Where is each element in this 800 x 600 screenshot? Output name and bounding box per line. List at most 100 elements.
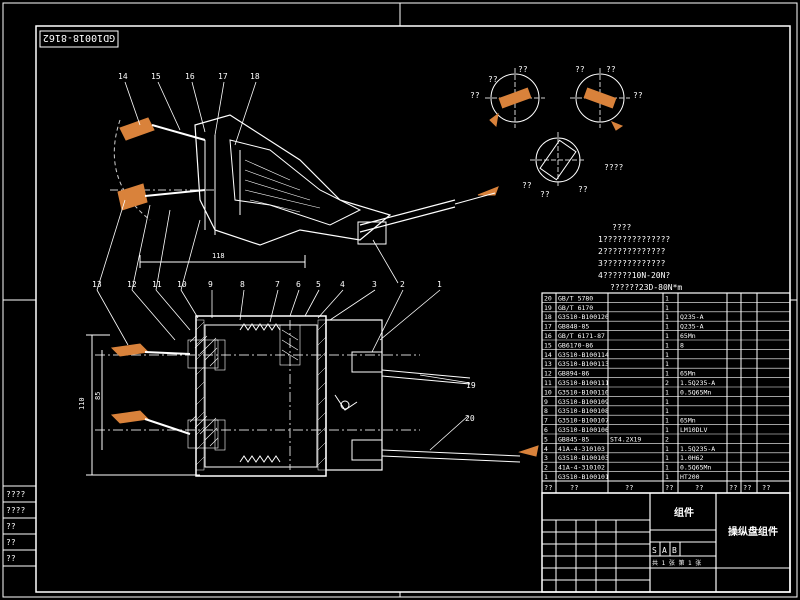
detail-label-1: ??: [470, 91, 480, 100]
detail-label-9: ??: [578, 185, 588, 194]
drawing-number-text: GD10018-8162: [43, 32, 115, 43]
left-label-1: ????: [6, 506, 25, 515]
parts-row-4-cell-4: 65Mn: [680, 332, 696, 340]
callout-12: 12: [127, 280, 137, 289]
title-scale-s: S: [652, 546, 657, 555]
callout-17: 17: [218, 72, 228, 81]
parts-row-5-cell-1: GB6170-86: [558, 341, 593, 349]
callout-10: 10: [177, 280, 187, 289]
parts-row-9-cell-0: 11: [544, 379, 552, 387]
dimension-side-b: 85: [94, 392, 102, 400]
parts-row-13-cell-1: G3510-B100107: [558, 417, 609, 425]
parts-row-1-cell-0: 19: [544, 304, 552, 312]
parts-row-14-cell-0: 6: [544, 426, 548, 434]
detail-label-8: ??: [540, 190, 550, 199]
parts-row-13-cell-4: 65Mn: [680, 417, 696, 425]
parts-row-15-cell-0: 5: [544, 435, 548, 443]
detail-label-7: ??: [522, 181, 532, 190]
parts-row-16-cell-4: 1.5Q235-A: [680, 445, 715, 453]
parts-row-17-cell-1: G3510-B100103: [558, 454, 609, 462]
parts-row-15-cell-2: ST4.2X19: [610, 435, 641, 443]
callout-8: 8: [240, 280, 245, 289]
knob-bottom: [117, 183, 148, 211]
parts-row-10-cell-3: 1: [665, 388, 669, 396]
parts-row-15-cell-1: GB845-85: [558, 435, 589, 443]
callout-1: 1: [437, 280, 442, 289]
title-scale-a: A: [662, 546, 667, 555]
parts-header-6: ??: [743, 484, 751, 492]
parts-row-18-cell-4: 0.5Q65Mn: [680, 464, 711, 472]
section-view: 13 12 11 10 9 8 7 6 5 4 3 2 1 19 20: [78, 280, 539, 477]
parts-row-3-cell-3: 1: [665, 323, 669, 331]
parts-row-9-cell-1: G3510-B100111: [558, 379, 609, 387]
parts-row-18-cell-0: 2: [544, 464, 548, 472]
detail-label-2: ??: [488, 75, 498, 84]
parts-row-5-cell-0: 15: [544, 341, 552, 349]
detail-views: ?? ?? ?? ?? ?? ?? ?? ?? ?? ????: [470, 65, 643, 199]
callout-2: 2: [400, 280, 405, 289]
callout-9: 9: [208, 280, 213, 289]
parts-row-6-cell-3: 1: [665, 351, 669, 359]
note-3: 3?????????????: [598, 259, 666, 268]
parts-row-9-cell-3: 2: [665, 379, 669, 387]
callout-4: 4: [340, 280, 345, 289]
parts-row-9-cell-4: 1.5Q235-A: [680, 379, 715, 387]
parts-row-3-cell-1: GB848-85: [558, 323, 589, 331]
detail-label-5: ??: [606, 65, 616, 74]
parts-row-7-cell-0: 13: [544, 360, 552, 368]
callout-5: 5: [316, 280, 321, 289]
parts-row-17-cell-4: 1.0H62: [680, 454, 704, 462]
parts-row-11-cell-0: 9: [544, 398, 548, 406]
drawing-number-box: GD10018-8162: [39, 30, 119, 48]
parts-header: ?? ?? ?? ?? ?? ?? ?? ??: [542, 480, 790, 492]
note-4: 4??????10N-20N?: [598, 271, 670, 280]
note-2: 2?????????????: [598, 247, 666, 256]
parts-row-0-cell-0: 20: [544, 294, 552, 302]
parts-row-0-cell-3: 1: [665, 294, 669, 302]
parts-row-19-cell-4: HT200: [680, 473, 700, 481]
dimension-side-a: 110: [78, 397, 86, 410]
knob-top: [119, 117, 155, 141]
parts-row-3-cell-0: 17: [544, 323, 552, 331]
left-label-3: ??: [6, 538, 16, 547]
note-5: ??????23D-80N*m: [610, 283, 682, 292]
left-label-2: ??: [6, 522, 16, 531]
parts-row-12-cell-3: 1: [665, 407, 669, 415]
parts-row-16-cell-1: 41A-4-310103: [558, 445, 605, 453]
top-assembly-view: 118 14 15 16 17 18: [96, 72, 499, 291]
parts-row-12-cell-1: G3510-B100108: [558, 407, 609, 415]
detail-label-4: ??: [575, 65, 585, 74]
note-1: 1??????????????: [598, 235, 670, 244]
callout-16: 16: [185, 72, 195, 81]
parts-row-17-cell-3: 1: [665, 454, 669, 462]
parts-row-1-cell-3: 1: [665, 304, 669, 312]
detail-label-3: ??: [518, 65, 528, 74]
parts-header-2: ??: [625, 484, 633, 492]
parts-row-1-cell-1: GB/T 6170: [558, 304, 593, 312]
parts-row-16-cell-0: 4: [544, 445, 548, 453]
callout-15: 15: [151, 72, 161, 81]
technical-notes: ???? 1?????????????? 2????????????? 3???…: [598, 223, 682, 292]
section-knob-top: [110, 343, 150, 357]
parts-header-5: ??: [729, 484, 737, 492]
parts-header-1: ??: [570, 484, 578, 492]
detail-label-6: ??: [633, 91, 643, 100]
parts-row-2-cell-0: 18: [544, 313, 552, 321]
title-name: 操纵盘组件: [728, 525, 778, 538]
callout-3: 3: [372, 280, 377, 289]
parts-row-4-cell-3: 1: [665, 332, 669, 340]
parts-header-4: ??: [695, 484, 703, 492]
parts-row-11-cell-3: 1: [665, 398, 669, 406]
parts-row-8-cell-0: 12: [544, 370, 552, 378]
parts-row-5-cell-4: 8: [680, 341, 684, 349]
parts-row-4-cell-1: GB/T 6171-87: [558, 332, 605, 340]
callout-18: 18: [250, 72, 260, 81]
parts-row-14-cell-1: G3510-B100106: [558, 426, 609, 434]
callout-14: 14: [118, 72, 128, 81]
parts-row-2-cell-4: Q235-A: [680, 313, 704, 321]
parts-row-8-cell-4: 65Mn: [680, 370, 696, 378]
parts-row-18-cell-3: 1: [665, 464, 669, 472]
parts-row-18-cell-1: 41A-4-310102: [558, 464, 605, 472]
parts-row-19-cell-1: G3510-B100101: [558, 473, 609, 481]
parts-row-7-cell-1: G3510-B100113: [558, 360, 609, 368]
